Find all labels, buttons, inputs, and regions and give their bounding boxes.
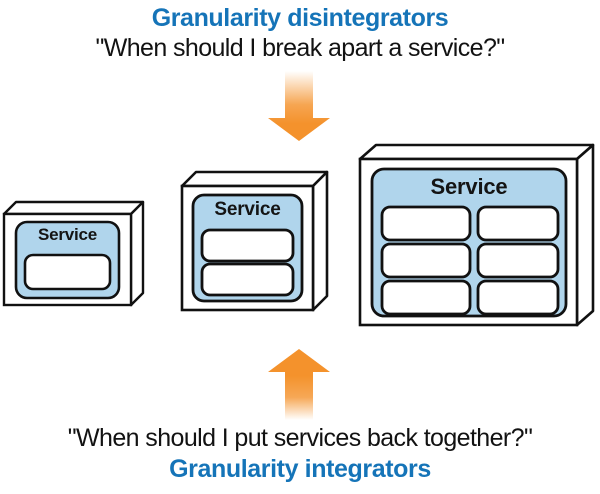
service-box-medium-label: Service [214,199,281,220]
service-component [476,279,560,316]
box-top-face [180,170,329,188]
top-caption-question: "When should I break apart a service?" [95,34,505,62]
box-right-face [129,200,145,307]
down-arrow-icon [268,71,330,141]
service-component [476,242,560,279]
service-box-large-label: Service [430,174,508,199]
top-caption-heading: Granularity disintegrators [151,4,449,32]
service-component [476,205,560,242]
service-component [23,253,112,291]
service-box-large: Service [352,140,598,332]
box-top-face [358,143,595,161]
service-box-small-label: Service [37,225,98,244]
service-box-small: Service [0,198,150,318]
bottom-caption-question: "When should I put services back togethe… [67,424,533,452]
service-component [380,205,472,242]
service-component [380,242,472,279]
service-box-medium: Service [176,168,336,318]
service-component [200,262,295,297]
up-arrow-icon [268,349,330,420]
service-component [380,279,472,316]
box-top-face [2,200,145,216]
bottom-caption-heading: Granularity integrators [169,455,431,483]
service-component [200,228,295,263]
box-right-face [311,170,329,312]
box-right-face [575,143,595,327]
top-caption: Granularity disintegrators "When should … [0,4,600,62]
bottom-caption: "When should I put services back togethe… [0,424,600,483]
